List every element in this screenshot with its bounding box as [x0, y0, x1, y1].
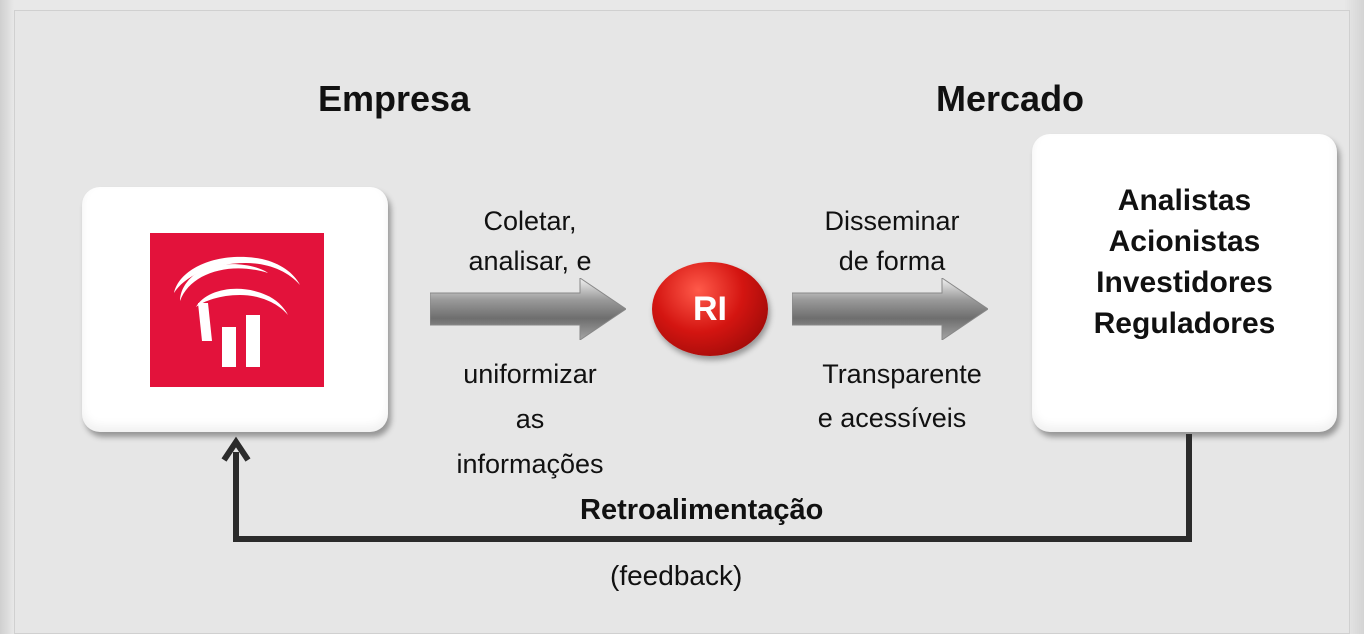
heading-mercado: Mercado	[936, 78, 1085, 119]
right-arrow-text-line2: de forma	[838, 246, 946, 276]
left-arrow-text-line5: informações	[456, 449, 604, 479]
market-item-investidores: Investidores	[1096, 266, 1273, 299]
market-item-reguladores: Reguladores	[1093, 307, 1276, 340]
left-arrow-text-line1: Coletar,	[483, 206, 577, 236]
left-arrow-text-line4: as	[515, 404, 545, 434]
right-arrow-text-line1: Disseminar	[824, 206, 960, 236]
market-item-analistas: Analistas	[1117, 184, 1252, 217]
feedback-loop-arrow-icon	[221, 434, 1192, 542]
arrow-right-icon-2	[792, 278, 988, 340]
left-arrow-text-line2: analisar, e	[468, 246, 592, 276]
mercado-box	[1032, 134, 1337, 432]
market-list: Analistas Acionistas Investidores Regula…	[1032, 180, 1337, 344]
right-arrow-text-line3: Transparente	[822, 359, 982, 389]
ri-circle: RI	[652, 262, 768, 356]
feedback-label: Retroalimentação	[580, 494, 824, 526]
heading-empresa: Empresa	[318, 78, 471, 119]
left-arrow-text-line3: uniformizar	[463, 359, 597, 389]
bradesco-logo-icon	[150, 233, 324, 387]
feedback-sublabel: (feedback)	[610, 560, 743, 591]
bradesco-logo-icon-svg	[174, 256, 300, 367]
market-item-acionistas: Acionistas	[1108, 225, 1261, 258]
arrow-right-icon	[430, 278, 626, 340]
right-arrow-text-line4: e acessíveis	[817, 403, 967, 433]
